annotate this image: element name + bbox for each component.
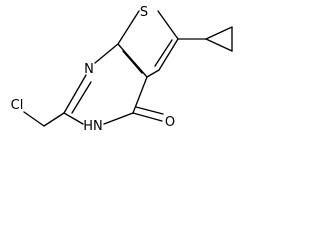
bond-c2p-ch2 (43, 112, 65, 127)
bond-c2-c3 (158, 38, 179, 71)
bond-s-c2 (157, 10, 179, 40)
bond-ch2-cl (23, 111, 45, 127)
molecule-diagram: S N HN O Cl (0, 0, 263, 146)
bond-c7a-c3a-double (122, 50, 143, 74)
bond-n1-c2p (63, 74, 87, 114)
bond-c3-c3a (146, 69, 160, 78)
bond-c4-o-double (135, 106, 164, 115)
bond-cp-b (205, 38, 233, 52)
atom-oxygen: O (165, 115, 175, 130)
atom-chlorine: Cl (11, 98, 24, 113)
bond-n3-c4 (103, 112, 134, 125)
bond-n1-c2p-double (71, 81, 92, 114)
atom-n3: HN (83, 119, 103, 134)
bond-c7a-n1 (94, 43, 119, 64)
bond-cp-a (205, 26, 233, 40)
atom-sulfur: S (140, 5, 148, 20)
atom-n1: N (84, 62, 94, 77)
bond-c2-c3-double (154, 39, 173, 67)
bond-layer (23, 10, 233, 127)
bond-s-c7a (117, 10, 140, 45)
bond-c7a-c3a (117, 43, 148, 78)
atom-label-layer: S N HN O Cl (11, 5, 175, 134)
bond-c2p-n3 (63, 112, 84, 125)
molecule-structure: S N HN O Cl (11, 5, 233, 134)
bond-c4-o (132, 112, 163, 122)
